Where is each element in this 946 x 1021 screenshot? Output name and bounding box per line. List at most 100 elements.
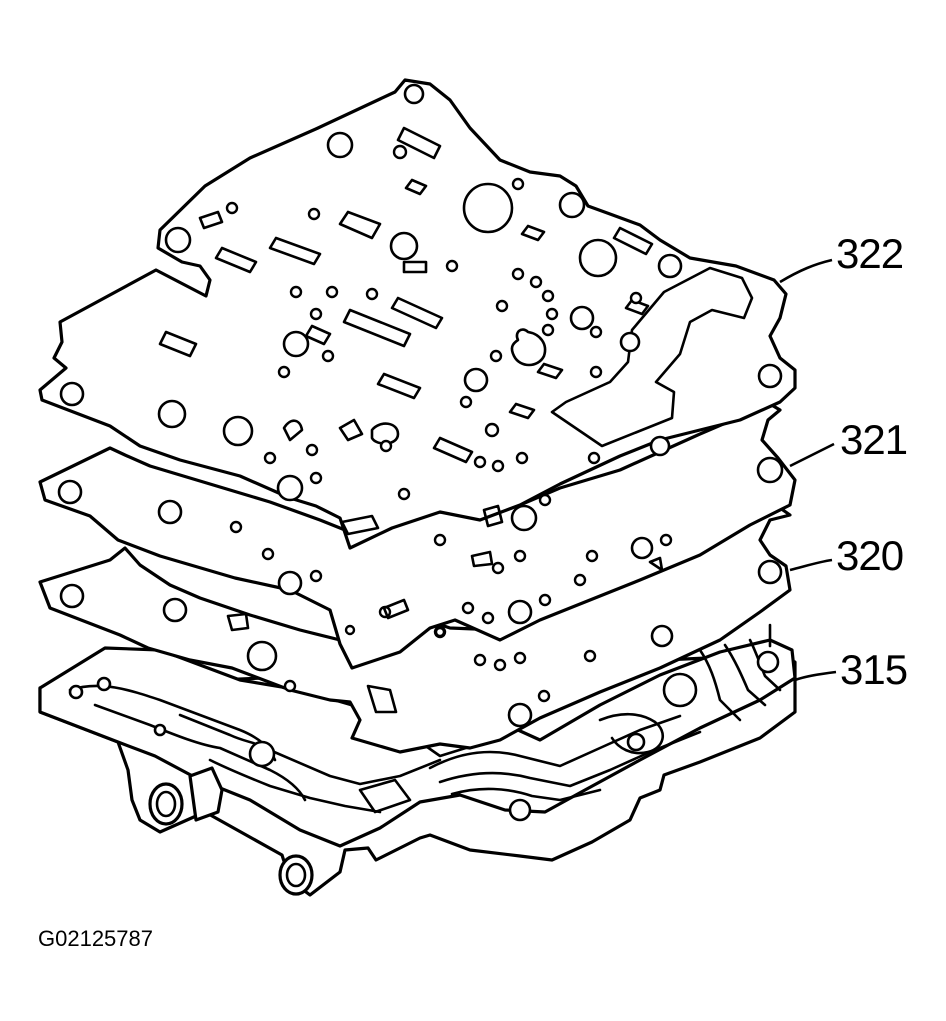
gasket-322-bolt-hole [59, 381, 85, 407]
gasket-322-orifice [589, 325, 603, 339]
gasket-322-orifice [307, 207, 321, 221]
spacer-plate-bolt-hole [630, 536, 654, 560]
leader-line-315 [794, 670, 837, 682]
gasket-322-orifice [545, 307, 559, 321]
gasket-322-bolt-hole [619, 331, 641, 353]
gasket-322-orifice [538, 493, 552, 507]
valve-body-bore-inner [155, 790, 177, 818]
gasket-322-orifice [511, 267, 525, 281]
gasket-322-bolt-hole [157, 399, 187, 429]
valve-body-port [508, 798, 532, 822]
valve-body-port [153, 723, 167, 737]
valve-body-port [626, 732, 646, 752]
gasket-322-orifice [325, 285, 339, 299]
leader-line-320 [789, 558, 833, 572]
gasket-322-slot [396, 126, 442, 160]
spacer-plate-bolt-hole [756, 456, 784, 484]
valve-body-bore [278, 854, 314, 896]
callout-label-315: 315 [840, 646, 907, 693]
gasket-322-slot [536, 362, 564, 380]
gasket-322-bolt-hole [326, 131, 354, 159]
spacer-plate-orifice [344, 624, 356, 636]
valve-body-port [662, 672, 698, 708]
spacer-plate-slot [470, 550, 494, 568]
valve-body-bore [148, 782, 184, 826]
gasket-322-orifice [589, 365, 603, 379]
gasket-320-bolt-hole [246, 640, 278, 672]
gasket-320-orifice [473, 653, 487, 667]
gasket-322-slot [282, 419, 304, 442]
callout-label-322: 322 [836, 230, 903, 277]
gasket-322-orifice [495, 299, 509, 313]
gasket-322-orifice [484, 422, 500, 438]
valve-body-passage [450, 787, 602, 802]
spacer-plate-bolt-hole [507, 599, 533, 625]
valve-body-passage [698, 648, 742, 722]
gasket-322-slot [268, 236, 322, 266]
spacer-plate-orifice [229, 520, 243, 534]
gasket-322-slot [612, 226, 654, 256]
gasket-322-bolt-hole [276, 474, 304, 502]
gasket-322-slot [520, 224, 546, 242]
gasket-322-orifice [511, 177, 525, 191]
valve-body-port [68, 684, 84, 700]
gasket-322-orifice [309, 471, 323, 485]
figure-code: G02125787 [38, 926, 153, 951]
spacer-plate-bolt-hole [277, 570, 303, 596]
spacer-plate-orifice [573, 573, 587, 587]
leader-line-322 [779, 258, 833, 284]
spacer-plate-orifice [491, 561, 505, 575]
gasket-320-orifice [513, 651, 527, 665]
gasket-322-bolt-hole [578, 238, 618, 278]
spacer-plate-slot [382, 598, 410, 620]
gasket-322-slot [508, 402, 536, 420]
gasket-322-orifice [225, 201, 239, 215]
valve-body-passage [358, 778, 412, 814]
gasket-322-orifice [263, 451, 277, 465]
valve-body-passage [208, 758, 382, 814]
leader-line-321 [789, 442, 835, 468]
gasket-320-orifice [583, 649, 597, 663]
valve-body-port [96, 676, 112, 692]
gasket-322-bolt-hole [403, 83, 425, 105]
gasket-322-bolt-hole [389, 231, 419, 261]
callout-label-321: 321 [840, 416, 907, 463]
gasket-322-bolt-hole [558, 191, 586, 219]
valve-body-passage [428, 714, 682, 770]
gasket-322-bolt-hole [757, 363, 783, 389]
gasket-322-bolt-hole [282, 330, 310, 358]
gasket-322-slot [214, 246, 258, 274]
valve-body-bracket [188, 766, 224, 822]
spacer-plate-orifice [481, 611, 495, 625]
spacer-plate-orifice [585, 549, 599, 563]
spacer-plate-orifice [261, 547, 275, 561]
gasket-322-orifice [541, 323, 555, 337]
gasket-322-orifice [365, 287, 379, 301]
gasket-322-bolt-hole [649, 435, 671, 457]
gasket-322-keyhole [510, 328, 547, 367]
gasket-322-slot [370, 422, 400, 445]
gasket-322-orifice [321, 349, 335, 363]
gasket-322-orifice [473, 455, 487, 469]
gasket-322-slot [404, 178, 428, 196]
gasket-322-bolt-hole [510, 504, 538, 532]
gasket-322-orifice [445, 259, 459, 273]
gasket-320-orifice [493, 658, 507, 672]
spacer-plate-orifice [309, 569, 323, 583]
gasket-322-slot [338, 418, 364, 442]
gasket-322-orifice [379, 439, 393, 453]
valve-body-passage [598, 712, 665, 755]
spacer-plate-bolt-hole [57, 479, 83, 505]
gasket-320-slot [366, 684, 398, 714]
gasket-322-bolt-hole [164, 226, 192, 254]
spacer-plate-gasket-upper [38, 78, 797, 550]
gasket-322-slot [482, 504, 504, 528]
gasket-322-slot [376, 372, 422, 400]
gasket-322-slot [304, 324, 332, 346]
gasket-322-orifice [587, 451, 601, 465]
gasket-322-slot [432, 436, 474, 464]
spacer-plate [38, 402, 797, 670]
gasket-322-orifice [392, 144, 408, 160]
gasket-322-slot [624, 298, 650, 316]
